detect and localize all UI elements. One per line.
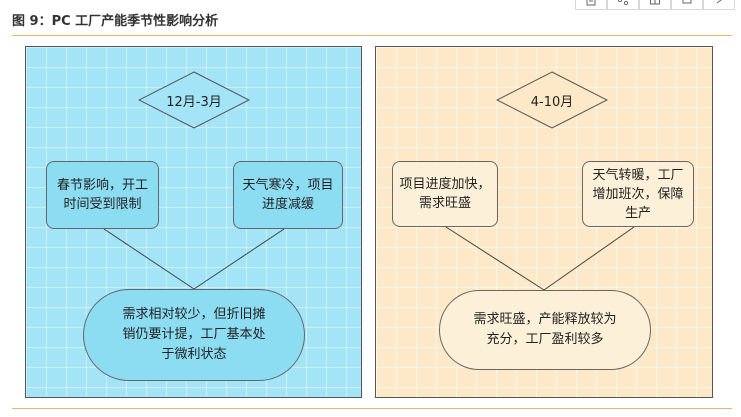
peak-period-label: 4-10月 [530, 94, 574, 110]
doc-button[interactable] [575, 0, 607, 10]
winter-period-label: 12月-3月 [166, 94, 222, 110]
table-icon [650, 0, 660, 4]
winter-period-diamond: 12月-3月 [137, 71, 251, 129]
share-icon [617, 0, 629, 5]
peak-connector-a [445, 226, 545, 291]
peak-factor-weather: 天气转暖，工厂 增加班次，保障 生产 [582, 161, 694, 227]
more-icon [716, 0, 722, 3]
winter-outcome: 需求相对较少，但折旧摊 销仍要计提，工厂基本处 于微利状态 [83, 289, 305, 381]
peak-outcome: 需求旺盛，产能释放较为 充分，工厂盈利较多 [439, 290, 651, 370]
peak-period-diamond: 4-10月 [495, 71, 609, 129]
figure-toolbar [575, 0, 739, 10]
more-button[interactable] [703, 0, 735, 10]
footer-rule [12, 408, 732, 409]
print-icon [682, 0, 692, 3]
diamond-shape [495, 71, 609, 129]
winter-connector-a [103, 228, 195, 290]
winter-panel: 12月-3月 春节影响，开工 时间受到限制 天气寒冷，项目 进度减缓 需求相对较… [25, 46, 362, 398]
header-rule [12, 35, 732, 36]
doc-icon [586, 0, 596, 5]
share-button[interactable] [607, 0, 639, 10]
peak-connector-b [543, 226, 635, 291]
winter-connectors [103, 228, 285, 290]
print-button[interactable] [671, 0, 703, 10]
diamond-shape [137, 71, 251, 129]
table-button[interactable] [639, 0, 671, 10]
figure-header: 图 9：PC 工厂产能季节性影响分析 [0, 0, 741, 36]
peak-connectors [445, 226, 635, 291]
peak-factor-demand: 项目进度加快， 需求旺盛 [392, 161, 498, 227]
winter-connector-b [193, 228, 285, 290]
peak-panel: 4-10月 项目进度加快， 需求旺盛 天气转暖，工厂 增加班次，保障 生产 需求… [375, 46, 713, 398]
figure-title: 图 9：PC 工厂产能季节性影响分析 [12, 14, 219, 29]
winter-factor-holiday: 春节影响，开工 时间受到限制 [46, 161, 159, 229]
winter-factor-weather: 天气寒冷，项目 进度减缓 [233, 161, 343, 229]
